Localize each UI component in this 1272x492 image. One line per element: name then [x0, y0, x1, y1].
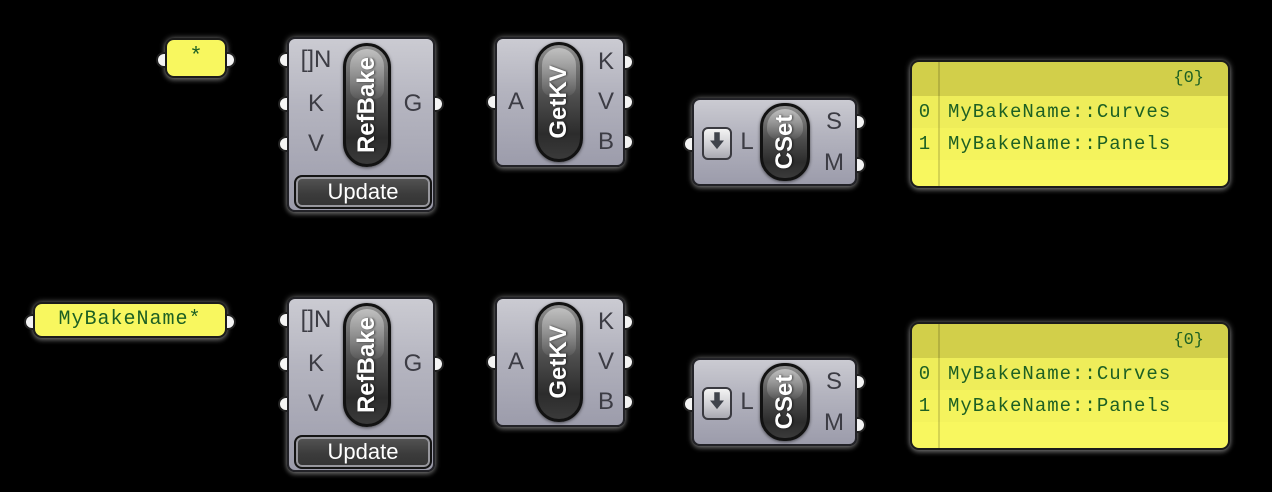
- output-port-m-label: M: [824, 409, 844, 436]
- output-nub[interactable]: [227, 52, 236, 68]
- item-index: 1: [918, 133, 932, 155]
- output-nub[interactable]: [857, 374, 866, 390]
- component-capsule[interactable]: GetKV: [535, 42, 583, 162]
- data-output-panel[interactable]: {0} 0 MyBakeName::Curves 1 MyBakeName::P…: [910, 60, 1230, 188]
- output-port-g-label: G: [403, 350, 423, 377]
- internalise-data-button[interactable]: [702, 387, 732, 420]
- input-port-v-label: V: [307, 130, 324, 157]
- input-nub[interactable]: [486, 94, 495, 110]
- component-name-label: RefBake: [353, 56, 380, 154]
- update-button[interactable]: Update: [294, 435, 432, 469]
- list-item: 0 MyBakeName::Curves: [912, 96, 1228, 128]
- download-arrow-icon: [706, 389, 728, 418]
- output-nub[interactable]: [625, 314, 634, 330]
- output-nub[interactable]: [625, 54, 634, 70]
- input-nub[interactable]: [278, 396, 287, 412]
- component-capsule[interactable]: GetKV: [535, 302, 583, 422]
- output-port-v-label: V: [597, 88, 614, 115]
- component-name-label: RefBake: [353, 316, 380, 414]
- input-nub[interactable]: [156, 52, 165, 68]
- source-panel[interactable]: MyBakeName*: [24, 302, 236, 338]
- input-nub[interactable]: [683, 136, 692, 152]
- item-value: MyBakeName::Curves: [948, 363, 1172, 385]
- input-nub[interactable]: [278, 136, 287, 152]
- output-port-s-label: S: [825, 368, 842, 395]
- cset-component[interactable]: L S M CSet: [683, 98, 866, 186]
- input-port-l-label: L: [740, 388, 754, 415]
- input-nub[interactable]: [683, 396, 692, 412]
- refbake-component[interactable]: []N K V G RefBake Update: [278, 297, 444, 472]
- source-panel[interactable]: *: [156, 38, 236, 78]
- input-port-l-label: L: [740, 128, 754, 155]
- component-name-label: CSet: [771, 114, 798, 170]
- component-capsule[interactable]: RefBake: [343, 303, 391, 427]
- input-nub[interactable]: [24, 314, 33, 330]
- item-index: 1: [918, 395, 932, 417]
- item-index: 0: [918, 101, 932, 123]
- component-capsule[interactable]: RefBake: [343, 43, 391, 167]
- refbake-component[interactable]: []N K V G RefBake Update: [278, 37, 444, 212]
- list-item: 0 MyBakeName::Curves: [912, 358, 1228, 390]
- download-arrow-icon: [706, 129, 728, 158]
- output-port-k-label: K: [597, 308, 614, 335]
- getkv-component[interactable]: A K V B GetKV: [486, 37, 634, 167]
- component-name-label: CSet: [771, 374, 798, 430]
- output-port-k-label: K: [597, 48, 614, 75]
- source-panel-text: MyBakeName*: [58, 308, 202, 331]
- input-nub[interactable]: [278, 356, 287, 372]
- list-item: 1 MyBakeName::Panels: [912, 128, 1228, 160]
- input-nub[interactable]: [486, 354, 495, 370]
- component-capsule[interactable]: CSet: [760, 103, 810, 181]
- output-nub[interactable]: [857, 417, 866, 433]
- output-port-s-label: S: [825, 108, 842, 135]
- list-item: 1 MyBakeName::Panels: [912, 390, 1228, 422]
- input-port-a-label: A: [507, 88, 524, 115]
- output-port-m-label: M: [824, 149, 844, 176]
- getkv-component[interactable]: A K V B GetKV: [486, 297, 634, 427]
- canvas-row-bottom: MyBakeName* []N K V G RefBake Update A K…: [0, 260, 1272, 492]
- output-nub[interactable]: [227, 314, 236, 330]
- output-port-b-label: B: [597, 388, 614, 415]
- output-nub[interactable]: [857, 114, 866, 130]
- panel-index-divider: [938, 62, 940, 186]
- panel-path-header: {0}: [912, 62, 1228, 96]
- panel-index-divider: [938, 324, 940, 448]
- input-port-n-label: []N: [300, 46, 332, 73]
- data-output-panel[interactable]: {0} 0 MyBakeName::Curves 1 MyBakeName::P…: [910, 322, 1230, 450]
- canvas-row-top: * []N K V G RefBake Update A K V B GetKV: [0, 0, 1272, 232]
- output-nub[interactable]: [625, 94, 634, 110]
- output-nub[interactable]: [857, 157, 866, 173]
- item-value: MyBakeName::Curves: [948, 101, 1172, 123]
- input-port-n-label: []N: [300, 306, 332, 333]
- output-nub[interactable]: [625, 134, 634, 150]
- internalise-data-button[interactable]: [702, 127, 732, 160]
- source-panel-text: *: [189, 44, 203, 69]
- output-nub[interactable]: [435, 96, 444, 112]
- component-name-label: GetKV: [545, 325, 572, 399]
- output-nub[interactable]: [625, 354, 634, 370]
- item-index: 0: [918, 363, 932, 385]
- component-name-label: GetKV: [545, 65, 572, 139]
- item-value: MyBakeName::Panels: [948, 133, 1172, 155]
- output-nub[interactable]: [625, 394, 634, 410]
- output-port-b-label: B: [597, 128, 614, 155]
- panel-path-header: {0}: [912, 324, 1228, 358]
- update-button[interactable]: Update: [294, 175, 432, 209]
- cset-component[interactable]: L S M CSet: [683, 358, 866, 446]
- item-value: MyBakeName::Panels: [948, 395, 1172, 417]
- input-port-a-label: A: [507, 348, 524, 375]
- component-capsule[interactable]: CSet: [760, 363, 810, 441]
- input-nub[interactable]: [278, 96, 287, 112]
- output-port-v-label: V: [597, 348, 614, 375]
- input-port-k-label: K: [307, 90, 324, 117]
- output-nub[interactable]: [435, 356, 444, 372]
- input-nub[interactable]: [278, 52, 287, 68]
- input-nub[interactable]: [278, 312, 287, 328]
- input-port-k-label: K: [307, 350, 324, 377]
- input-port-v-label: V: [307, 390, 324, 417]
- output-port-g-label: G: [403, 90, 423, 117]
